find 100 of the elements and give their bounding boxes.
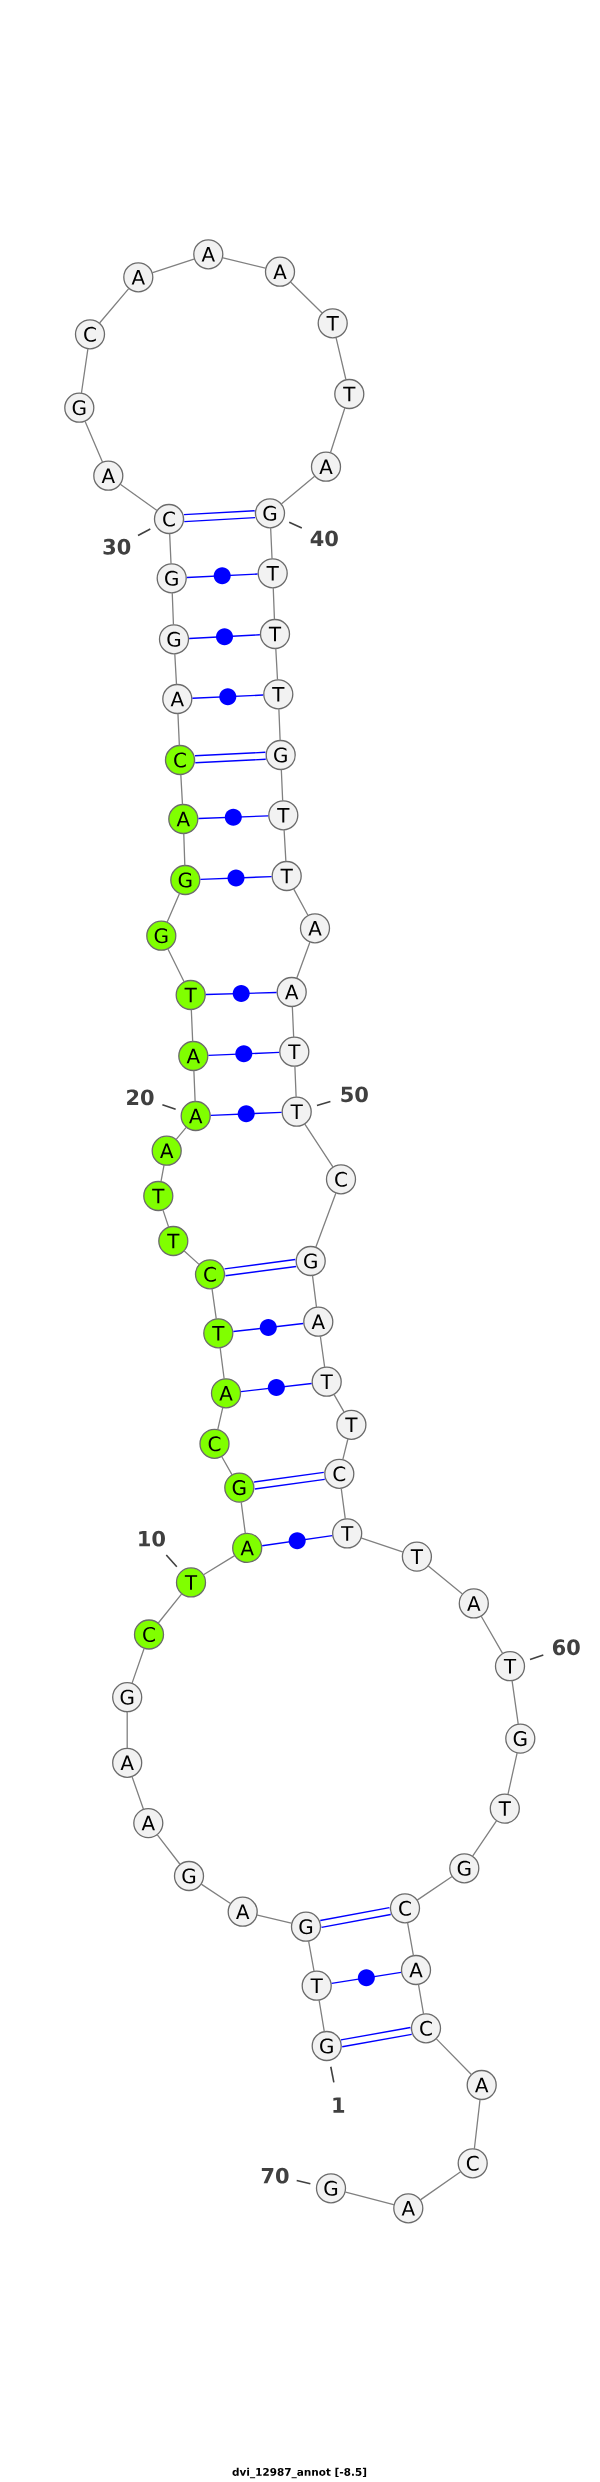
base-pair-dot-line	[207, 1045, 280, 1063]
backbone-line	[329, 407, 346, 453]
caption: dvi_12987_annot [-8.5]	[232, 2467, 367, 2479]
base-pair-dot-line	[261, 1532, 333, 1550]
backbone-line	[342, 1438, 349, 1460]
backbone-line	[311, 1275, 318, 1308]
backbone-line	[318, 2000, 325, 2032]
leader-line	[316, 1100, 332, 1107]
backbone-line	[407, 1922, 414, 1956]
backbone-line	[296, 941, 311, 979]
backbone-line	[217, 1407, 224, 1430]
position-number: 1	[333, 2097, 345, 2113]
backbone-line	[162, 1209, 170, 1228]
backbone-line	[240, 1502, 246, 1534]
base-pair-dot-line	[188, 628, 261, 646]
backbone-line	[126, 1711, 128, 1749]
backbone-line	[131, 1648, 145, 1684]
backbone-line	[177, 713, 180, 746]
base-pair-dot-line	[186, 567, 259, 585]
backbone-line	[270, 527, 273, 559]
backbone-line	[345, 2191, 395, 2206]
backbone-line	[416, 1876, 453, 1901]
backbone-line	[283, 829, 287, 862]
backbone-line	[167, 948, 185, 983]
backbone-line	[171, 592, 175, 625]
backbone-line	[275, 648, 279, 680]
backbone-line	[293, 888, 309, 916]
backbone-line	[211, 1288, 217, 1319]
backbone-line	[507, 1752, 518, 1795]
backbone-line	[315, 1192, 337, 1248]
base-pair-dot-line	[191, 688, 264, 706]
backbone-line	[200, 1883, 231, 1904]
base-pair-dot-line	[205, 985, 278, 1002]
backbone-line	[281, 475, 315, 505]
backbone-line	[290, 281, 323, 314]
backbone-line	[156, 1834, 181, 1865]
backbone-line	[221, 1456, 233, 1476]
backbone-line	[294, 1066, 297, 1098]
backbone-line	[511, 1680, 519, 1725]
backbone-line	[291, 1006, 295, 1038]
leader-line	[329, 2065, 335, 2084]
base-pair-dot-line	[330, 1969, 402, 1987]
backbone-line	[166, 893, 180, 923]
leader-line	[165, 1554, 178, 1568]
backbone-line	[119, 483, 158, 511]
backbone-line	[84, 421, 103, 463]
backbone-line	[417, 1984, 425, 2015]
backbone-line	[160, 1164, 165, 1182]
base-pair-dot-line	[197, 808, 269, 826]
backbone-line	[80, 348, 89, 394]
base-pair-dot-line	[232, 1319, 304, 1336]
backbone-line	[308, 1940, 315, 1972]
backbone-line	[360, 1537, 404, 1553]
base-pair-dot-line	[199, 869, 273, 887]
backbone-line	[152, 258, 195, 274]
backbone-line	[180, 774, 184, 805]
base-pair-double-line	[253, 1471, 325, 1490]
base-pair-double-line	[183, 509, 256, 523]
leader-line	[161, 1104, 177, 1111]
position-number: 70	[261, 2167, 289, 2184]
backbone-line	[174, 653, 178, 685]
backbone-line	[183, 833, 186, 866]
backbone-line	[175, 1127, 187, 1140]
position-number: 30	[103, 538, 131, 555]
leader-line	[529, 1654, 545, 1661]
backbone-line	[183, 1250, 200, 1265]
backbone-line	[203, 1555, 235, 1576]
backbone-line	[256, 1914, 292, 1924]
backbone-line	[427, 1565, 463, 1595]
backbone-line	[319, 1336, 326, 1368]
backbone-line	[222, 257, 266, 269]
backbone-line	[473, 2099, 481, 2149]
base-pair-double-line	[340, 2026, 412, 2048]
backbone-line	[272, 587, 276, 620]
base-pair-dot-line	[240, 1379, 313, 1396]
base-pair-double-line	[194, 751, 266, 764]
base-pair-dot-line	[210, 1105, 283, 1123]
backbone-line	[219, 1347, 225, 1379]
backbone-line	[280, 769, 284, 801]
backbone-line	[480, 1615, 504, 1654]
leader-line	[295, 2179, 312, 2185]
backbone-line	[472, 1820, 497, 1857]
backbone-line	[131, 1776, 144, 1810]
backbone-line	[193, 1070, 196, 1102]
backbone-line	[278, 708, 281, 741]
backbone-line	[435, 2038, 472, 2075]
backbone-line	[335, 337, 347, 380]
backbone-line	[340, 1488, 346, 1520]
leader-line	[288, 521, 303, 529]
base-pair-double-line	[320, 1906, 391, 1929]
backbone-line	[169, 533, 172, 564]
backbone-line	[304, 1123, 334, 1168]
position-number: 60	[552, 1639, 580, 1656]
position-number: 40	[310, 530, 338, 547]
backbone-line	[157, 1593, 183, 1624]
position-number: 20	[127, 1089, 154, 1106]
backbone-line	[190, 1009, 194, 1042]
base-pair-double-line	[224, 1258, 297, 1277]
backbone-line	[99, 288, 130, 324]
leader-line	[137, 528, 152, 537]
